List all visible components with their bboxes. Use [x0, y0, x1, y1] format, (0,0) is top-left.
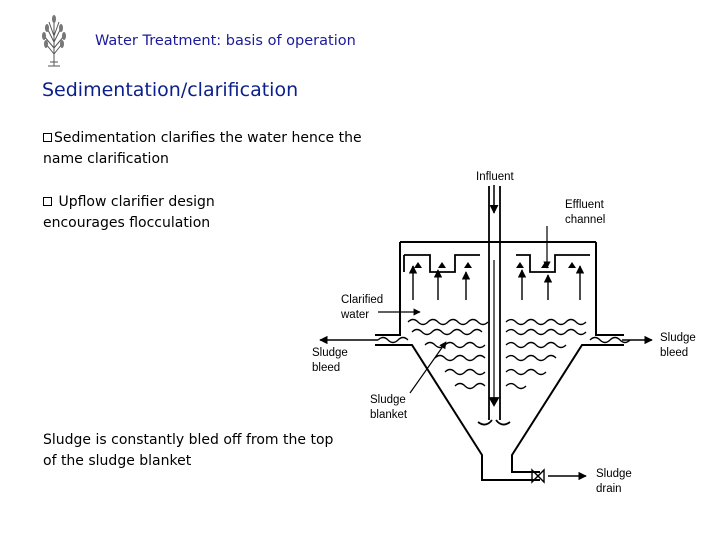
bullet-text: Sedimentation clarifies the water hence …: [43, 130, 362, 167]
bullet-text: Upflow clarifier design encourages flocc…: [43, 194, 215, 231]
label-clarified-water: Clarified: [341, 294, 383, 306]
bullet-item: Sedimentation clarifies the water hence …: [43, 128, 393, 170]
checkbox-square-icon: [43, 133, 52, 142]
label-effluent-channel: channel: [565, 214, 605, 226]
label-influent: Influent: [476, 171, 515, 183]
plant-sketch-icon: [42, 15, 66, 67]
footnote-text: Sludge is constantly bled off from the t…: [43, 432, 334, 469]
clarifier-diagram: Influent Effluent channel Clarified wate…: [312, 171, 696, 495]
label-sludge-bleed-right: Sludge: [660, 332, 696, 344]
label-sludge-bleed-left: Sludge: [312, 347, 348, 359]
tank-outline: [375, 241, 624, 481]
label-effluent-channel: Effluent: [565, 199, 605, 211]
water-waves: [407, 318, 587, 390]
drain-valve: [531, 468, 587, 484]
label-sludge-bleed-left: bleed: [312, 362, 340, 374]
label-sludge-bleed-right: bleed: [660, 347, 688, 359]
influent-pipe: [477, 186, 511, 426]
label-clarified-water: water: [340, 309, 369, 321]
header-title: Water Treatment: basis of operation: [95, 33, 356, 49]
effluent-troughs: [403, 254, 590, 273]
trough-arrows: [414, 262, 576, 268]
label-sludge-drain: Sludge: [596, 468, 632, 480]
label-sludge-blanket: blanket: [370, 409, 408, 421]
upflow-arrows: [408, 265, 585, 300]
label-sludge-blanket: Sludge: [370, 394, 406, 406]
bullet-item: Upflow clarifier design encourages flocc…: [43, 192, 273, 234]
label-sludge-drain: drain: [596, 483, 622, 495]
checkbox-square-icon: [43, 197, 52, 206]
page-heading: Sedimentation/clarification: [42, 79, 299, 101]
